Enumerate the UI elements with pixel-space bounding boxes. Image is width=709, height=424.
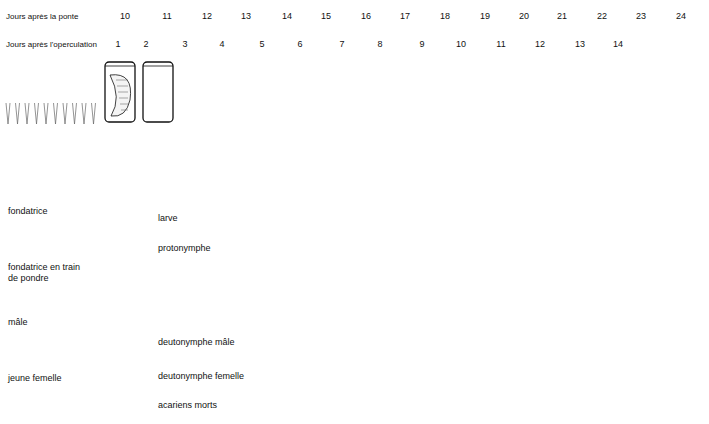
day-number: 2 xyxy=(143,40,148,50)
day-number: 9 xyxy=(419,40,424,50)
day-number: 5 xyxy=(259,40,264,50)
brood-cell xyxy=(105,62,135,122)
day-number: 4 xyxy=(219,40,224,50)
day-number: 11 xyxy=(496,40,505,50)
day-number: 12 xyxy=(535,40,545,50)
small-cells xyxy=(6,103,96,124)
day-number: 10 xyxy=(120,12,130,22)
day-number: 1 xyxy=(115,40,120,50)
legend-text: protonymphe xyxy=(158,243,218,254)
day-number: 17 xyxy=(400,12,410,22)
day-number: 13 xyxy=(575,40,585,50)
legend-text: fondatrice en train de pondre xyxy=(8,262,86,285)
day-number: 23 xyxy=(636,12,646,22)
day-number: 20 xyxy=(519,12,529,22)
brood-cell xyxy=(143,62,173,122)
legend-text: fondatrice xyxy=(8,206,98,217)
day-number: 11 xyxy=(162,12,171,22)
day-number: 13 xyxy=(241,12,251,22)
day-number: 12 xyxy=(202,12,212,22)
legend-text: deutonymphe mâle xyxy=(158,337,258,348)
day-number: 14 xyxy=(613,40,623,50)
day-number: 14 xyxy=(282,12,292,22)
day-number: 22 xyxy=(597,12,607,22)
day-number: 7 xyxy=(339,40,344,50)
day-number: 24 xyxy=(676,12,686,22)
legend-text: mâle xyxy=(8,317,98,328)
legend-text: larve xyxy=(158,213,218,224)
day-number: 16 xyxy=(361,12,371,22)
brood-cells xyxy=(105,62,173,122)
day-number: 15 xyxy=(321,12,331,22)
legend-text: deutonymphe femelle xyxy=(158,371,263,382)
day-number: 19 xyxy=(480,12,490,22)
day-number: 10 xyxy=(456,40,466,50)
axis-title: Jours après la ponte xyxy=(6,13,79,22)
day-number: 6 xyxy=(297,40,302,50)
day-number: 3 xyxy=(182,40,187,50)
day-number: 18 xyxy=(440,12,450,22)
day-number: 8 xyxy=(377,40,382,50)
legend-text: jeune femelle xyxy=(8,373,98,384)
axis-title: Jours après l'operculation xyxy=(6,41,97,50)
legend-text: acariens morts xyxy=(158,400,238,411)
day-number: 21 xyxy=(557,12,567,22)
